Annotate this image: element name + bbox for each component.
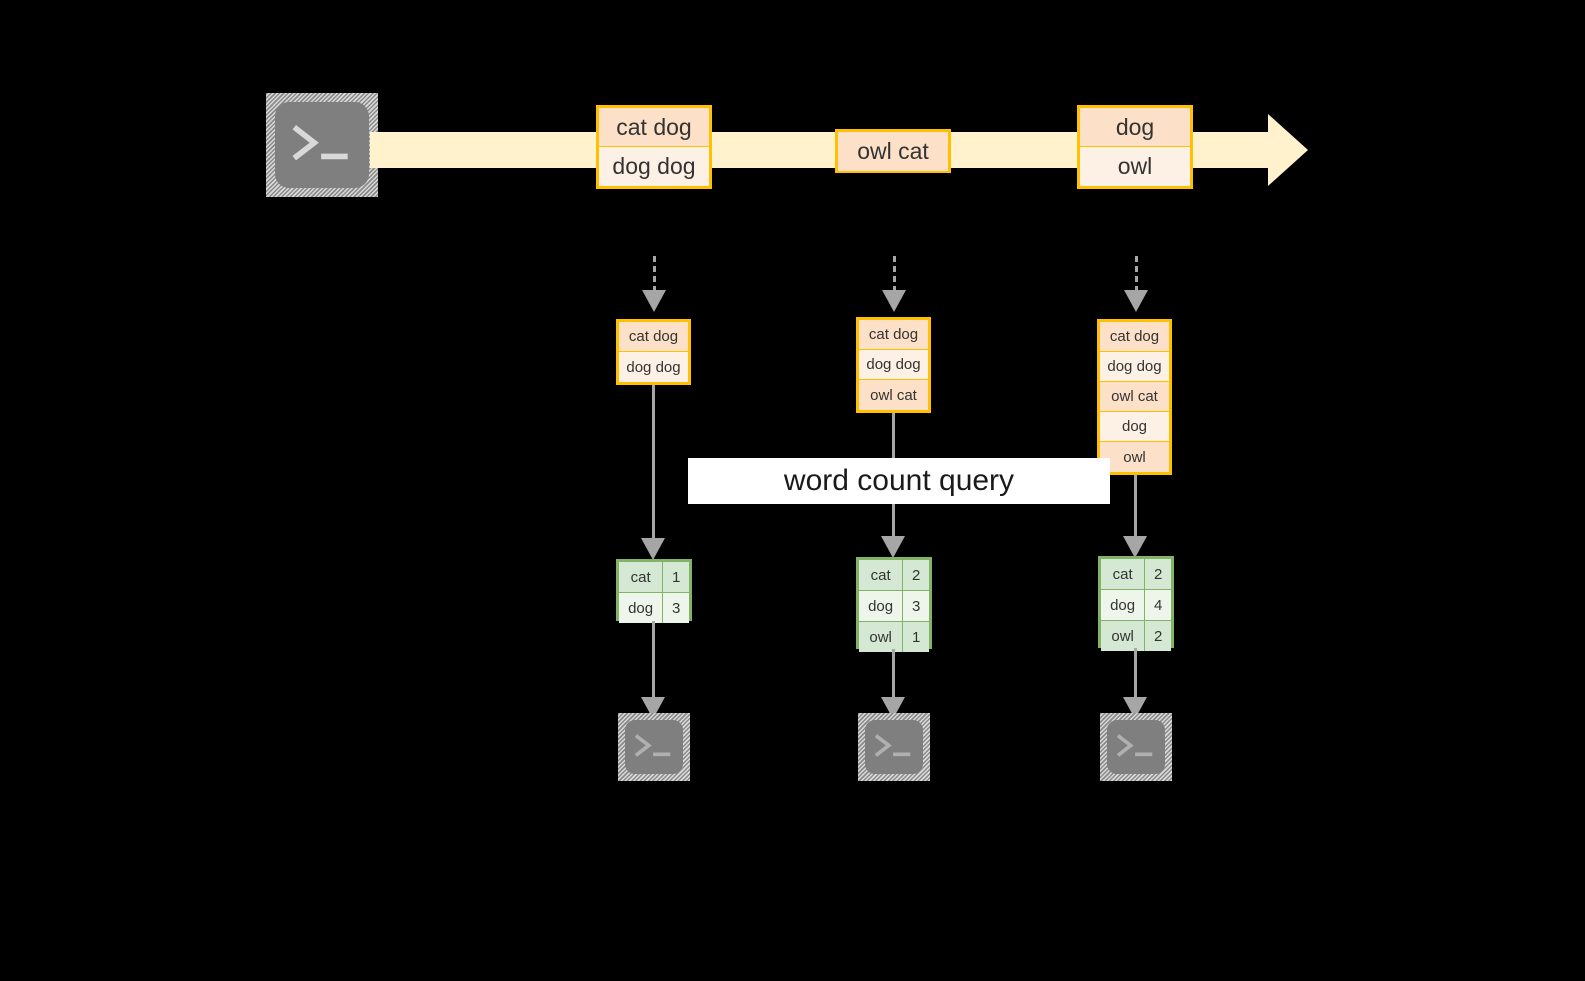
word-cell: cat: [859, 560, 904, 590]
query-arrowhead-icon-1: [641, 538, 665, 560]
message-line: dog: [1080, 108, 1190, 147]
count-cell: 2: [1145, 559, 1171, 589]
count-cell: 4: [1145, 590, 1171, 620]
table-row: owl 2: [1101, 621, 1171, 651]
terminal-prompt-glyph: [1110, 728, 1162, 766]
tap-connector-3: [1135, 256, 1138, 292]
word-cell: dog: [619, 593, 664, 623]
accumulated-line: cat dog: [859, 320, 928, 350]
terminal-prompt-glyph: [628, 728, 680, 766]
tap-connector-2: [893, 256, 896, 292]
terminal-screen: [275, 102, 369, 188]
query-connector-1: [652, 385, 655, 540]
snapshot-3-sink-terminal-icon: [1100, 713, 1172, 781]
snapshot-3-accumulated: cat dog dog dog owl cat dog owl: [1097, 319, 1172, 475]
sink-connector-1: [652, 621, 655, 699]
table-row: owl 1: [859, 622, 929, 652]
terminal-prompt-glyph: [282, 116, 363, 174]
terminal-prompt-glyph: [868, 728, 920, 766]
word-cell: dog: [859, 591, 904, 621]
stream-arrowhead-icon: [1268, 114, 1308, 186]
table-row: cat 1: [619, 562, 689, 593]
tap-arrowhead-icon-1: [642, 290, 666, 312]
sink-connector-3: [1134, 648, 1137, 699]
word-cell: owl: [859, 622, 904, 652]
stream-message-1: cat dog dog dog: [596, 105, 712, 189]
snapshot-2-accumulated: cat dog dog dog owl cat: [856, 317, 931, 413]
query-connector-3: [1134, 475, 1137, 538]
tap-arrowhead-icon-3: [1124, 290, 1148, 312]
query-arrowhead-icon-3: [1123, 536, 1147, 558]
message-line: owl: [1080, 147, 1190, 186]
table-row: dog 3: [859, 591, 929, 622]
terminal-screen: [625, 720, 683, 774]
message-line: dog dog: [599, 147, 709, 186]
snapshot-2-result-table: cat 2 dog 3 owl 1: [856, 557, 932, 652]
word-cell: owl: [1101, 621, 1146, 651]
snapshot-3-result-table: cat 2 dog 4 owl 2: [1098, 556, 1174, 651]
count-cell: 3: [663, 593, 689, 623]
source-terminal-icon: [266, 93, 378, 197]
query-banner-label: word count query: [783, 464, 1015, 497]
terminal-screen: [865, 720, 923, 774]
table-row: cat 2: [1101, 559, 1171, 590]
count-cell: 2: [1145, 621, 1171, 651]
table-row: dog 4: [1101, 590, 1171, 621]
snapshot-2-sink-terminal-icon: [858, 713, 930, 781]
count-cell: 1: [903, 622, 929, 652]
message-line: owl cat: [838, 132, 948, 171]
word-cell: cat: [619, 562, 664, 592]
snapshot-1-sink-terminal-icon: [618, 713, 690, 781]
accumulated-line: owl cat: [859, 380, 928, 410]
tap-connector-1: [653, 256, 656, 292]
count-cell: 2: [903, 560, 929, 590]
accumulated-line: owl cat: [1100, 382, 1169, 412]
count-cell: 1: [663, 562, 689, 592]
tap-arrowhead-icon-2: [882, 290, 906, 312]
snapshot-1-result-table: cat 1 dog 3: [616, 559, 692, 623]
stream-message-3: dog owl: [1077, 105, 1193, 189]
query-banner: word count query: [688, 458, 1110, 504]
count-cell: 3: [903, 591, 929, 621]
word-cell: dog: [1101, 590, 1146, 620]
stream-message-2: owl cat: [835, 129, 951, 173]
table-row: cat 2: [859, 560, 929, 591]
accumulated-line: dog dog: [859, 350, 928, 380]
query-arrowhead-icon-2: [881, 536, 905, 558]
message-line: cat dog: [599, 108, 709, 147]
sink-connector-2: [892, 649, 895, 699]
terminal-screen: [1107, 720, 1165, 774]
accumulated-line: dog: [1100, 412, 1169, 442]
accumulated-line: dog dog: [619, 352, 688, 382]
accumulated-line: cat dog: [619, 322, 688, 352]
accumulated-line: cat dog: [1100, 322, 1169, 352]
accumulated-line: owl: [1100, 442, 1169, 472]
accumulated-line: dog dog: [1100, 352, 1169, 382]
table-row: dog 3: [619, 593, 689, 623]
word-cell: cat: [1101, 559, 1146, 589]
snapshot-1-accumulated: cat dog dog dog: [616, 319, 691, 385]
